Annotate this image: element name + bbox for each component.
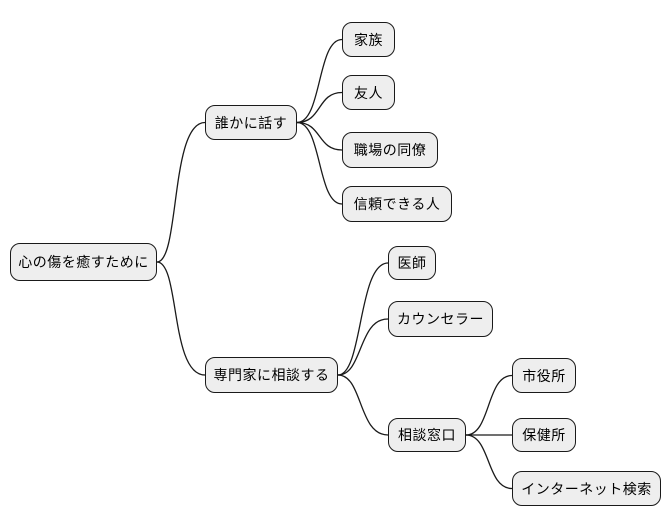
node-doctor: 医師	[388, 246, 436, 280]
edge-root-to-expert	[156, 261, 206, 376]
node-city-hall: 市役所	[512, 358, 576, 393]
edge-expert-to-counselor	[337, 318, 389, 376]
edge-desk-to-internet	[465, 434, 513, 490]
edge-expert-to-desk	[337, 374, 389, 436]
edge-expert-to-doctor	[337, 262, 389, 376]
edge-desk-to-cityhall	[465, 374, 513, 436]
edge-talk-to-friend	[296, 91, 343, 124]
node-talk-to-someone: 誰かに話す	[205, 105, 297, 140]
node-internet-search: インターネット検索	[512, 471, 661, 506]
edge-root-to-talk	[156, 121, 206, 263]
node-trusted-person: 信頼できる人	[342, 186, 452, 222]
edge-talk-to-trusted	[296, 121, 343, 205]
node-consultation-desk: 相談窓口	[388, 418, 466, 452]
node-friend: 友人	[342, 75, 395, 110]
node-health-center: 保健所	[512, 418, 576, 452]
edge-talk-to-colleague	[296, 121, 343, 151]
node-workplace-colleague: 職場の同僚	[342, 132, 438, 168]
edge-talk-to-family	[296, 38, 343, 124]
node-counselor: カウンセラー	[388, 301, 493, 337]
node-root-heal-the-heart: 心の傷を癒すために	[10, 243, 157, 281]
node-consult-expert: 専門家に相談する	[205, 357, 338, 393]
node-family: 家族	[342, 22, 395, 57]
